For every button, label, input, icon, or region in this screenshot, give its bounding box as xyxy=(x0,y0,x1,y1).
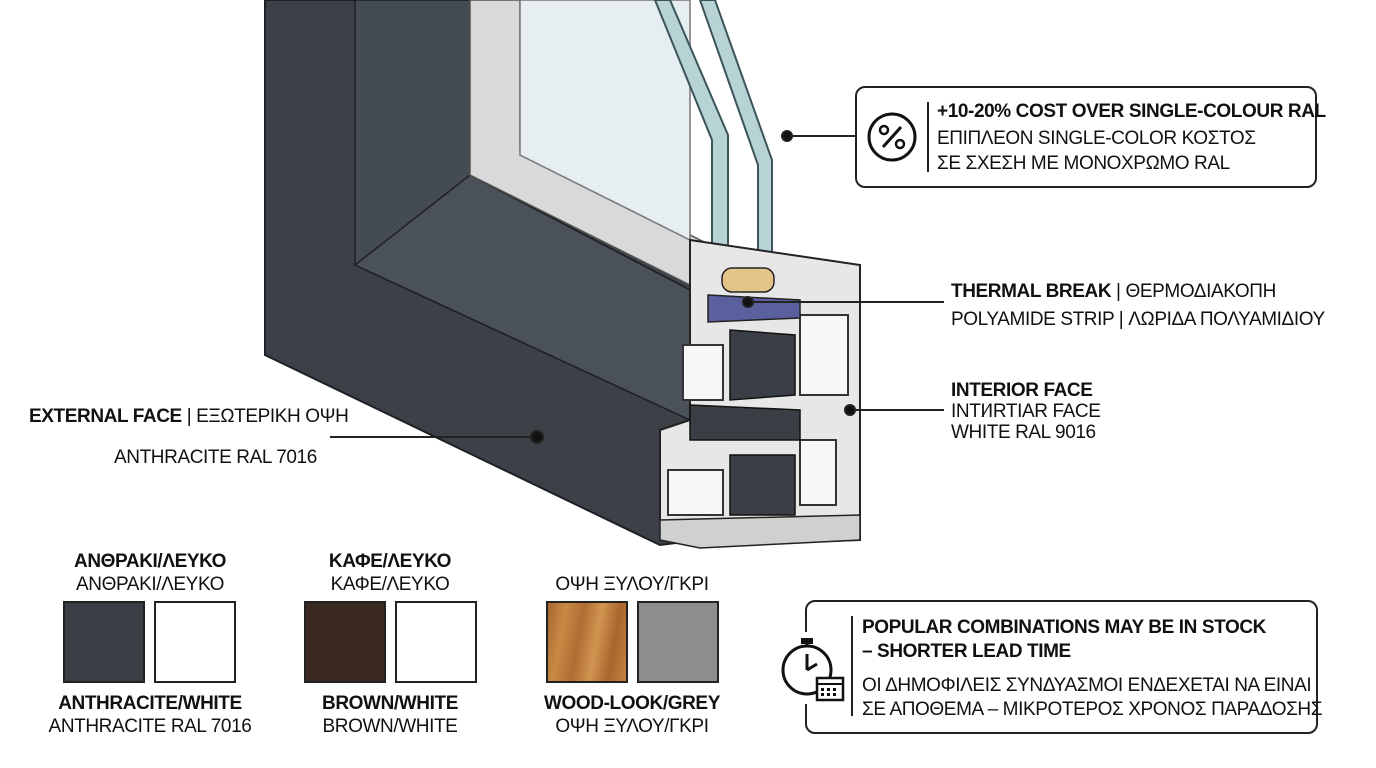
swatch-group-1-bottom-regular: ANTHRACITE RAL 7016 xyxy=(48,716,252,737)
stock-callout-line3: ΟΙ ΔΗΜΟΦΙΛΕΙΣ ΣΥΝΔΥΑΣΜΟΙ ΕΝΔΕΧΕΤΑΙ ΝΑ ΕΙ… xyxy=(862,675,1312,696)
stock-callout-line4: ΣΕ ΑΠΟΘΕΜΑ – ΜΙΚΡΟΤΕΡΟΣ ΧΡΟΝΟΣ ΠΑΡΑΔΟΣΗΣ xyxy=(862,699,1323,720)
cost-callout-line1: +10-20% COST OVER SINGLE-COLOUR RAL xyxy=(937,101,1326,122)
anthracite-profile-core xyxy=(689,329,801,516)
swatch-group-1-top-bold: ΑΝΘΡΑΚΙ/ΛΕΥΚΟ xyxy=(74,551,226,572)
thermal-break-strip xyxy=(707,294,801,323)
cost-callout-divider xyxy=(927,102,929,172)
swatch-group-1-top-regular: ΑΝΘΡΑΚΙ/ΛΕΥΚΟ xyxy=(75,574,225,595)
swatch-group-3-bottom-bold: WOOD-LOOK/GREY xyxy=(544,693,720,714)
swatch-anthracite[interactable] xyxy=(63,601,145,683)
swatch-group-3-top-regular: ΟΨΗ ΞΥΛΟΥ/ΓΚΡΙ xyxy=(555,574,709,595)
stock-callout-divider xyxy=(851,616,853,716)
percent-icon xyxy=(867,112,917,162)
glazing-gasket xyxy=(721,267,775,293)
stock-callout: POPULAR COMBINATIONS MAY BE IN STOCK – S… xyxy=(777,600,1323,734)
interior-face-line2: INTI⁄IRTIAR FACE xyxy=(951,401,1101,422)
swatch-group-2-bottom-regular: BROWN/WHITE xyxy=(322,716,458,737)
swatch-group-2-bottom-bold: BROWN/WHITE xyxy=(322,693,458,714)
stock-callout-line2: – SHORTER LEAD TIME xyxy=(862,641,1071,662)
external-face-title-rest: | ΕΞΩΤΕΡΙΚΗ ΟΨΗ xyxy=(181,406,349,427)
thermal-break-title-bold: THERMAL BREAK xyxy=(951,281,1112,302)
interior-face-title: INTERIOR FACE xyxy=(951,380,1093,401)
stock-callout-line1: POPULAR COMBINATIONS MAY BE IN STOCK xyxy=(862,617,1266,638)
stopwatch-calendar-icon xyxy=(777,632,847,704)
swatch-grey[interactable] xyxy=(637,601,719,683)
cost-callout: +10-20% COST OVER SINGLE-COLOUR RAL ΕΠΙΠ… xyxy=(855,86,1326,188)
cost-callout-line3: ΣΕ ΣΧΕΣΗ ΜΕ ΜΟΝΟΧΡΩΜΟ RAL xyxy=(937,153,1230,174)
profile-chambers xyxy=(667,314,849,516)
swatch-white[interactable] xyxy=(154,601,236,683)
swatch-brown[interactable] xyxy=(304,601,386,683)
external-face-title: EXTERNAL FACE | ΕΞΩΤΕΡΙΚΗ ΟΨΗ xyxy=(29,405,349,428)
external-face-title-bold: EXTERNAL FACE xyxy=(29,406,182,427)
swatch-group-3-bottom-regular: ΟΨΗ ΞΥΛΟΥ/ΓΚΡΙ xyxy=(555,716,709,737)
thermal-break-title-rest: | ΘΕΡΜΟΔΙΑΚΟΠΗ xyxy=(1111,281,1276,302)
leader-lines xyxy=(330,130,944,444)
cost-callout-line2: ΕΠΙΠΛΕΟΝ SINGLE-COLOR ΚΟΣΤΟΣ xyxy=(937,128,1256,149)
thermal-break-title: THERMAL BREAK | ΘΕΡΜΟΔΙΑΚΟΠΗ xyxy=(951,280,1276,303)
swatch-white-2[interactable] xyxy=(395,601,477,683)
swatch-group-2-top-regular: ΚΑΦΕ/ΛΕΥΚΟ xyxy=(330,574,450,595)
external-face-sub: ANTHRACITE RAL 7016 xyxy=(114,447,317,468)
thermal-break-sub: POLYAMIDE STRIP | ΛΩΡΙΔΑ ΠΟΛΥΑΜΙΔΙΟΥ xyxy=(951,309,1325,330)
swatch-group-2-top-bold: ΚΑΦΕ/ΛΕΥΚΟ xyxy=(328,551,452,572)
profile-base xyxy=(659,514,861,549)
swatch-group-1-bottom-bold: ANTHRACITE/WHITE xyxy=(58,693,242,714)
swatch-wood-look[interactable] xyxy=(546,601,628,683)
interior-face-line3: WHITE RAL 9016 xyxy=(951,422,1096,443)
